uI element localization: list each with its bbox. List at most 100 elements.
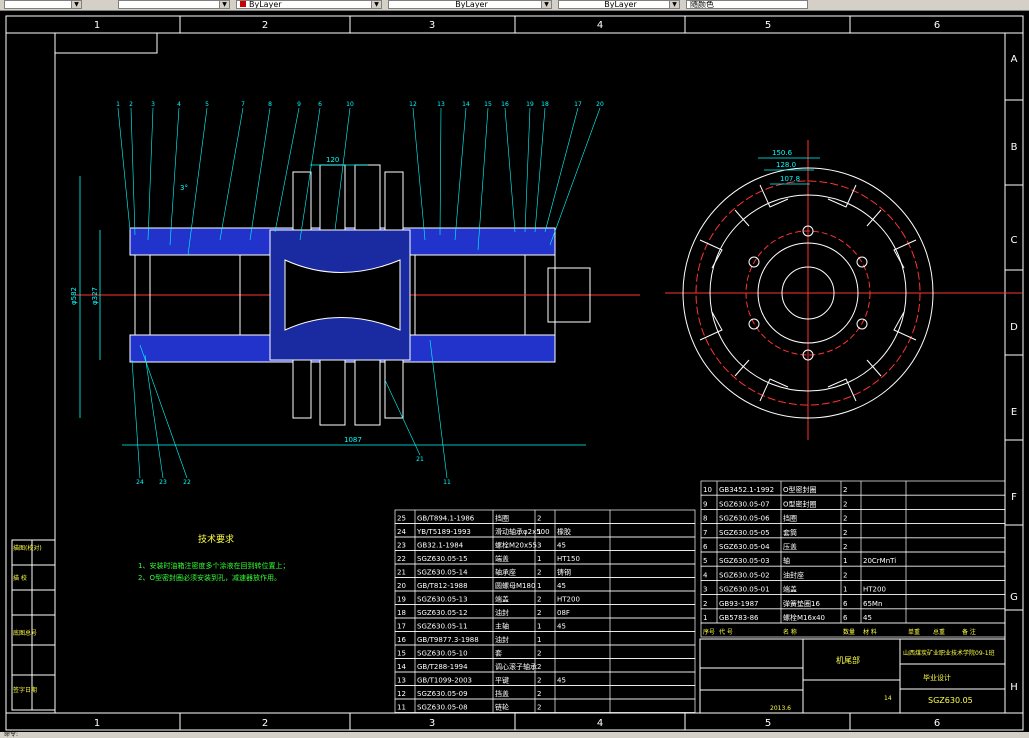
color-select[interactable]: ▼ bbox=[4, 0, 82, 9]
row-label: F bbox=[1011, 492, 1017, 503]
linetype-value: ByLayer bbox=[249, 0, 282, 9]
hub-circle bbox=[757, 242, 859, 344]
col-label: 2 bbox=[262, 20, 268, 31]
svg-text:4: 4 bbox=[177, 101, 181, 108]
bom-header-cell: 单重 bbox=[908, 628, 920, 636]
plotstyle-select[interactable]: 随颜色 bbox=[686, 0, 808, 9]
chevron-down-icon[interactable]: ▼ bbox=[541, 1, 551, 8]
table-cell: GB5783-86 bbox=[719, 614, 759, 622]
svg-text:16: 16 bbox=[501, 101, 509, 108]
plotstyle-value: 随颜色 bbox=[690, 0, 714, 9]
root-circle bbox=[709, 194, 907, 392]
linetype-select[interactable]: ByLayer ▼ bbox=[236, 0, 382, 9]
leader-lines bbox=[117, 107, 601, 479]
sprocket-end-view[interactable]: 150.6 128.0 107.8 bbox=[665, 140, 1022, 440]
sprocket-teeth bbox=[292, 164, 404, 426]
table-cell: GB/T812-1988 bbox=[417, 582, 468, 590]
left-strip-labels: 描图(校对) 描 校 底图总号 签字日期 bbox=[13, 544, 42, 694]
svg-text:10: 10 bbox=[346, 101, 354, 108]
shaft-extension bbox=[547, 267, 591, 323]
table-cell: 14 bbox=[397, 663, 406, 671]
svg-text:5: 5 bbox=[205, 101, 209, 108]
table-cell: YB/T5189-1993 bbox=[416, 528, 471, 536]
svg-text:17: 17 bbox=[574, 101, 582, 108]
outer-circle bbox=[682, 167, 934, 419]
table-cell: 轴承座 bbox=[495, 568, 516, 577]
table-cell: 20CrMnTi bbox=[863, 557, 896, 565]
command-line: 命令: bbox=[4, 731, 19, 738]
svg-text:2: 2 bbox=[129, 101, 133, 108]
table-cell: 套 bbox=[495, 649, 502, 658]
table-cell: SGZ630.05-11 bbox=[417, 623, 468, 631]
color-swatch-icon bbox=[240, 1, 246, 7]
svg-text:18: 18 bbox=[541, 101, 549, 108]
table-cell: 12 bbox=[397, 690, 406, 698]
table-cell: 22 bbox=[397, 555, 406, 563]
plot-lineweight-value: ByLayer bbox=[604, 0, 637, 9]
table-cell: 1 bbox=[843, 557, 847, 565]
bom-header-cell: 序号 bbox=[703, 628, 715, 636]
chevron-down-icon[interactable]: ▼ bbox=[219, 1, 229, 8]
table-cell: SGZ630.05-06 bbox=[719, 515, 770, 523]
designer: 毕业设计 bbox=[923, 673, 951, 682]
bom-header-cell: 数量 bbox=[843, 628, 855, 636]
svg-text:φ582: φ582 bbox=[70, 287, 78, 305]
table-cell: SGZ630.05-03 bbox=[719, 557, 770, 565]
svg-text:21: 21 bbox=[416, 456, 424, 463]
drawing-frame bbox=[54, 32, 1006, 714]
table-cell: 3 bbox=[703, 586, 707, 594]
table-cell: 螺栓M16x40 bbox=[783, 613, 825, 622]
table-cell: 端盖 bbox=[495, 595, 509, 604]
table-cell: 3 bbox=[537, 542, 541, 550]
col-label: 1 bbox=[94, 718, 100, 729]
table-cell: 1 bbox=[843, 586, 847, 594]
table-cell: SGZ630.05-10 bbox=[417, 650, 468, 658]
table-cell: 45 bbox=[557, 542, 566, 550]
table-cell: GB/T1099-2003 bbox=[417, 677, 472, 685]
bom-header-cell: 名 称 bbox=[783, 628, 797, 636]
chevron-down-icon[interactable]: ▼ bbox=[669, 1, 679, 8]
table-cell: 10 bbox=[703, 486, 712, 494]
table-cell: 6 bbox=[843, 614, 848, 622]
table-cell: 轴 bbox=[783, 556, 790, 565]
table-cell: GB/T288-1994 bbox=[417, 663, 468, 671]
chevron-down-icon[interactable]: ▼ bbox=[371, 1, 381, 8]
table-cell: 45 bbox=[557, 582, 566, 590]
drawing-canvas[interactable]: 1 2 3 4 5 6 1 2 3 4 5 6 A B C D E F G H … bbox=[0, 10, 1029, 732]
col-label: 4 bbox=[597, 20, 603, 31]
svg-text:120: 120 bbox=[326, 156, 339, 164]
svg-text:1087: 1087 bbox=[344, 436, 362, 444]
table-cell: GB/T894.1-1986 bbox=[417, 515, 475, 523]
chevron-down-icon[interactable]: ▼ bbox=[71, 1, 81, 8]
table-cell: 油封座 bbox=[783, 570, 804, 579]
zone-labels: 1 2 3 4 5 6 1 2 3 4 5 6 A B C D E F G H bbox=[94, 20, 1018, 729]
tech-line-1: 1、安装时油箱注密度多个涂液在回到转位置上； bbox=[138, 561, 289, 570]
bom-header-cell: 材 料 bbox=[863, 628, 877, 636]
layer-select[interactable]: ▼ bbox=[118, 0, 230, 9]
sheet-info: 14 bbox=[884, 695, 892, 702]
table-cell: 21 bbox=[397, 569, 406, 577]
table-row bbox=[394, 698, 696, 713]
table-cell: 17 bbox=[397, 623, 406, 631]
table-cell: 2 bbox=[537, 650, 541, 658]
lineweight-select[interactable]: ByLayer▼ bbox=[388, 0, 552, 9]
svg-text:6: 6 bbox=[318, 101, 322, 108]
table-cell: O型密封圈 bbox=[783, 485, 817, 494]
table-cell: 调心滚子轴承 bbox=[495, 662, 537, 671]
table-cell: 45 bbox=[863, 614, 872, 622]
table-cell: 主轴 bbox=[495, 622, 509, 631]
table-cell: 2 bbox=[537, 569, 541, 577]
bom-header-cell: 代 号 bbox=[719, 628, 733, 636]
table-cell: 2 bbox=[843, 515, 847, 523]
table-cell: 65Mn bbox=[863, 600, 882, 608]
plot-lineweight-select[interactable]: ByLayer ▼ bbox=[558, 0, 680, 9]
status-bar: 命令: bbox=[0, 732, 1029, 738]
table-cell: 1 bbox=[703, 614, 707, 622]
table-cell: 螺栓M20x55 bbox=[495, 541, 537, 550]
table-cell: SGZ630.05-12 bbox=[417, 609, 468, 617]
dimension-lines bbox=[79, 164, 586, 446]
svg-text:14: 14 bbox=[462, 101, 470, 108]
table-cell: 2 bbox=[537, 515, 541, 523]
section-view[interactable]: 120 1087 φ582 φ327 3° 1 2 3 4 bbox=[70, 101, 640, 486]
table-cell: 1 bbox=[537, 582, 541, 590]
